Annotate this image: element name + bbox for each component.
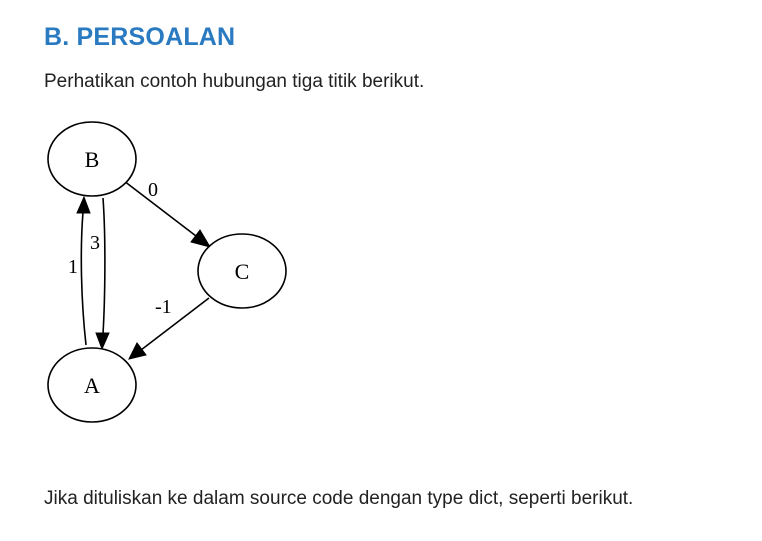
node-a: A [47,347,137,423]
edge-b-a-weight: 3 [90,232,100,254]
edge-a-to-b [76,195,91,346]
node-c: C [197,233,287,309]
edge-b-to-a [95,197,110,351]
edge-c-a-weight: -1 [155,296,172,318]
node-b: B [47,121,137,197]
edge-a-b-weight: 1 [68,256,78,278]
section-title: B. PERSOALAN [44,23,236,51]
edge-c-to-a [128,297,210,360]
intro-text: Perhatikan contoh hubungan tiga titik be… [44,71,425,92]
node-a-label: A [84,373,100,398]
outro-text: Jika dituliskan ke dalam source code den… [44,488,634,509]
node-b-label: B [85,147,100,172]
edge-b-c-weight: 0 [148,179,158,201]
node-c-label: C [235,259,250,284]
edge-b-to-c [123,180,212,248]
